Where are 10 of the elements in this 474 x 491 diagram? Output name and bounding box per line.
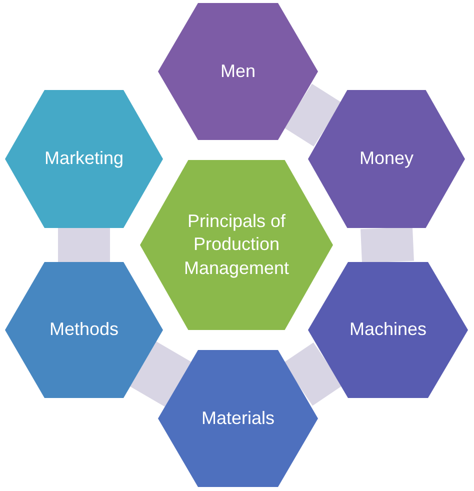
hexagon-label: Principals of Production Management	[182, 210, 290, 280]
hexagon-label: Materials	[201, 406, 275, 430]
hexagon-label: Machines	[349, 318, 427, 342]
hexagon-label: Men	[220, 60, 256, 83]
hexagon-label: Money	[359, 147, 414, 170]
hexagon-label: Marketing	[44, 147, 124, 170]
connector-band	[360, 226, 414, 264]
connector-band	[283, 342, 343, 406]
connector-band	[130, 342, 192, 407]
hexagon-label: Methods	[49, 318, 119, 342]
